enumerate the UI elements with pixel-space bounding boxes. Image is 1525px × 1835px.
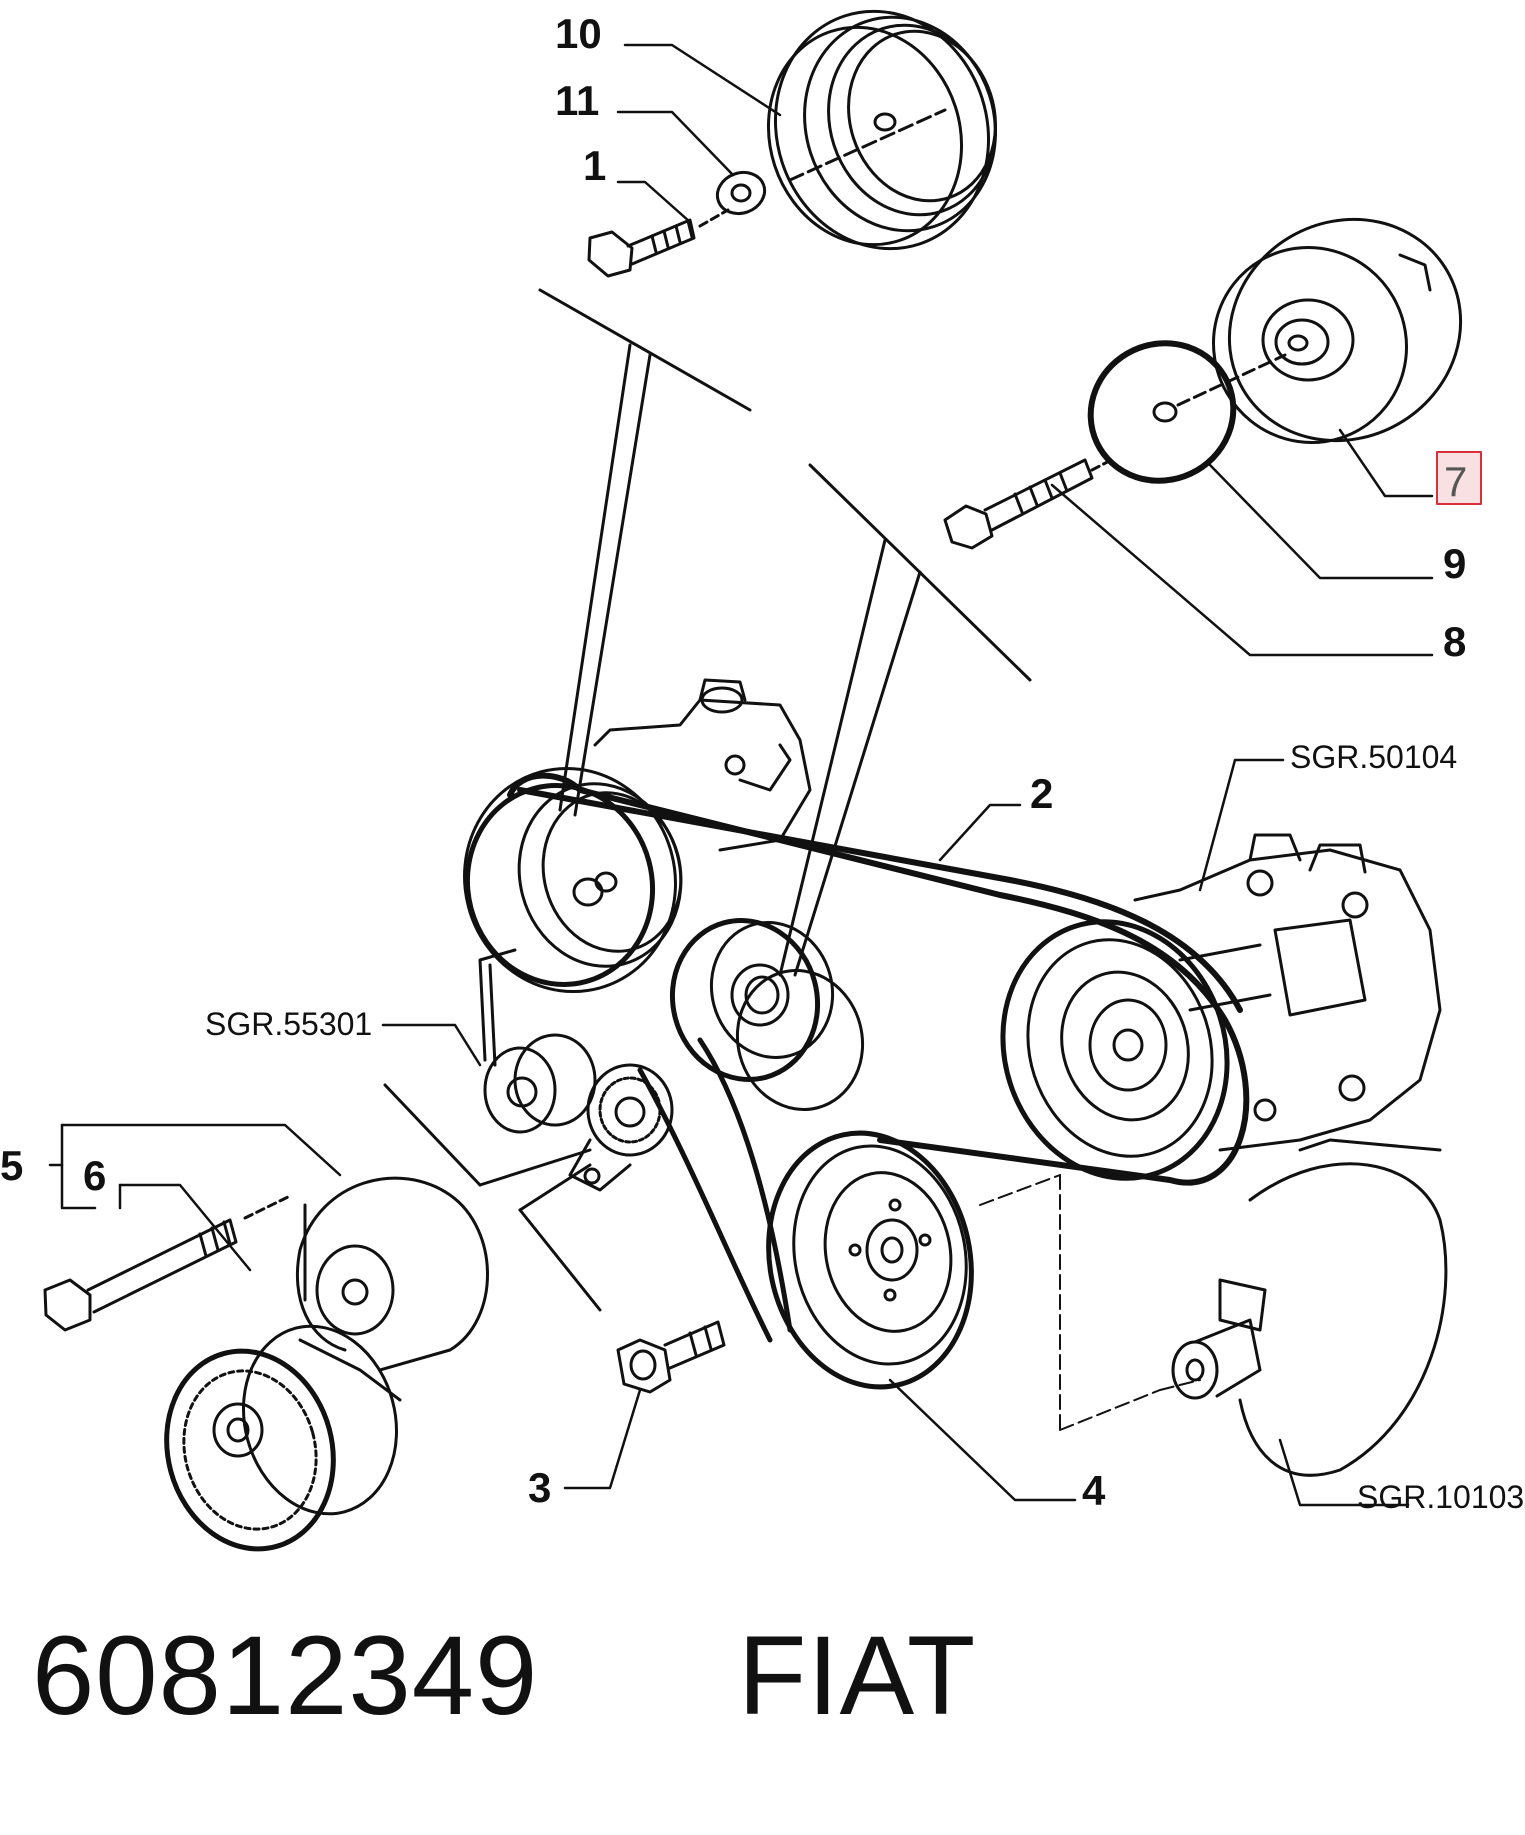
callout-6[interactable]: 6 <box>83 1152 106 1199</box>
plate-part-9[interactable] <box>1068 320 1287 504</box>
crankshaft-end <box>1171 1138 1448 1477</box>
steering-pump <box>593 678 812 852</box>
pulley-part-7[interactable] <box>1178 177 1501 482</box>
lower-guide-lines <box>383 1083 602 1312</box>
ac-compressor <box>1133 833 1442 1152</box>
bolt-part-1[interactable] <box>587 208 730 278</box>
assembly-dashes <box>979 1174 1201 1431</box>
small-idler-pulley <box>478 948 597 1134</box>
idler-pulley <box>669 918 865 1111</box>
ref-sgr-50104[interactable]: SGR.50104 <box>1290 739 1457 775</box>
auto-tensioner <box>568 1063 674 1192</box>
bolt-part-6[interactable] <box>43 1194 292 1332</box>
leader-lines <box>48 43 1434 1507</box>
callout-10[interactable]: 10 <box>555 10 602 57</box>
callout-8[interactable]: 8 <box>1443 618 1466 665</box>
callout-7[interactable]: 7 <box>1444 458 1467 505</box>
brand-name: FIAT <box>738 1613 977 1738</box>
drive-belt-part-2[interactable] <box>507 772 1250 1186</box>
guide-lines <box>538 288 1032 977</box>
bolt-part-3[interactable] <box>616 1320 726 1394</box>
compressor-pulley <box>1000 919 1230 1181</box>
pulley-part-10[interactable] <box>741 0 1023 277</box>
callout-11[interactable]: 11 <box>555 77 599 124</box>
callout-5[interactable]: 5 <box>0 1142 23 1189</box>
washer-part-11[interactable] <box>712 166 771 220</box>
callout-1[interactable]: 1 <box>583 142 606 189</box>
callout-9[interactable]: 9 <box>1443 540 1466 587</box>
part-number: 60812349 <box>32 1613 539 1738</box>
steering-pump-pulley <box>463 766 683 994</box>
callout-4[interactable]: 4 <box>1082 1467 1106 1514</box>
ref-sgr-10103[interactable]: SGR.10103 <box>1357 1479 1524 1515</box>
tensioner-assembly-part-5[interactable] <box>145 1176 489 1568</box>
highlight-box-7 <box>1436 451 1482 505</box>
ref-sgr-55301[interactable]: SGR.55301 <box>205 1006 372 1042</box>
callout-2[interactable]: 2 <box>1030 770 1053 817</box>
crankshaft-pulley-part-4[interactable] <box>637 1037 994 1406</box>
callout-3[interactable]: 3 <box>528 1464 551 1511</box>
bolt-part-8[interactable] <box>943 456 1117 550</box>
